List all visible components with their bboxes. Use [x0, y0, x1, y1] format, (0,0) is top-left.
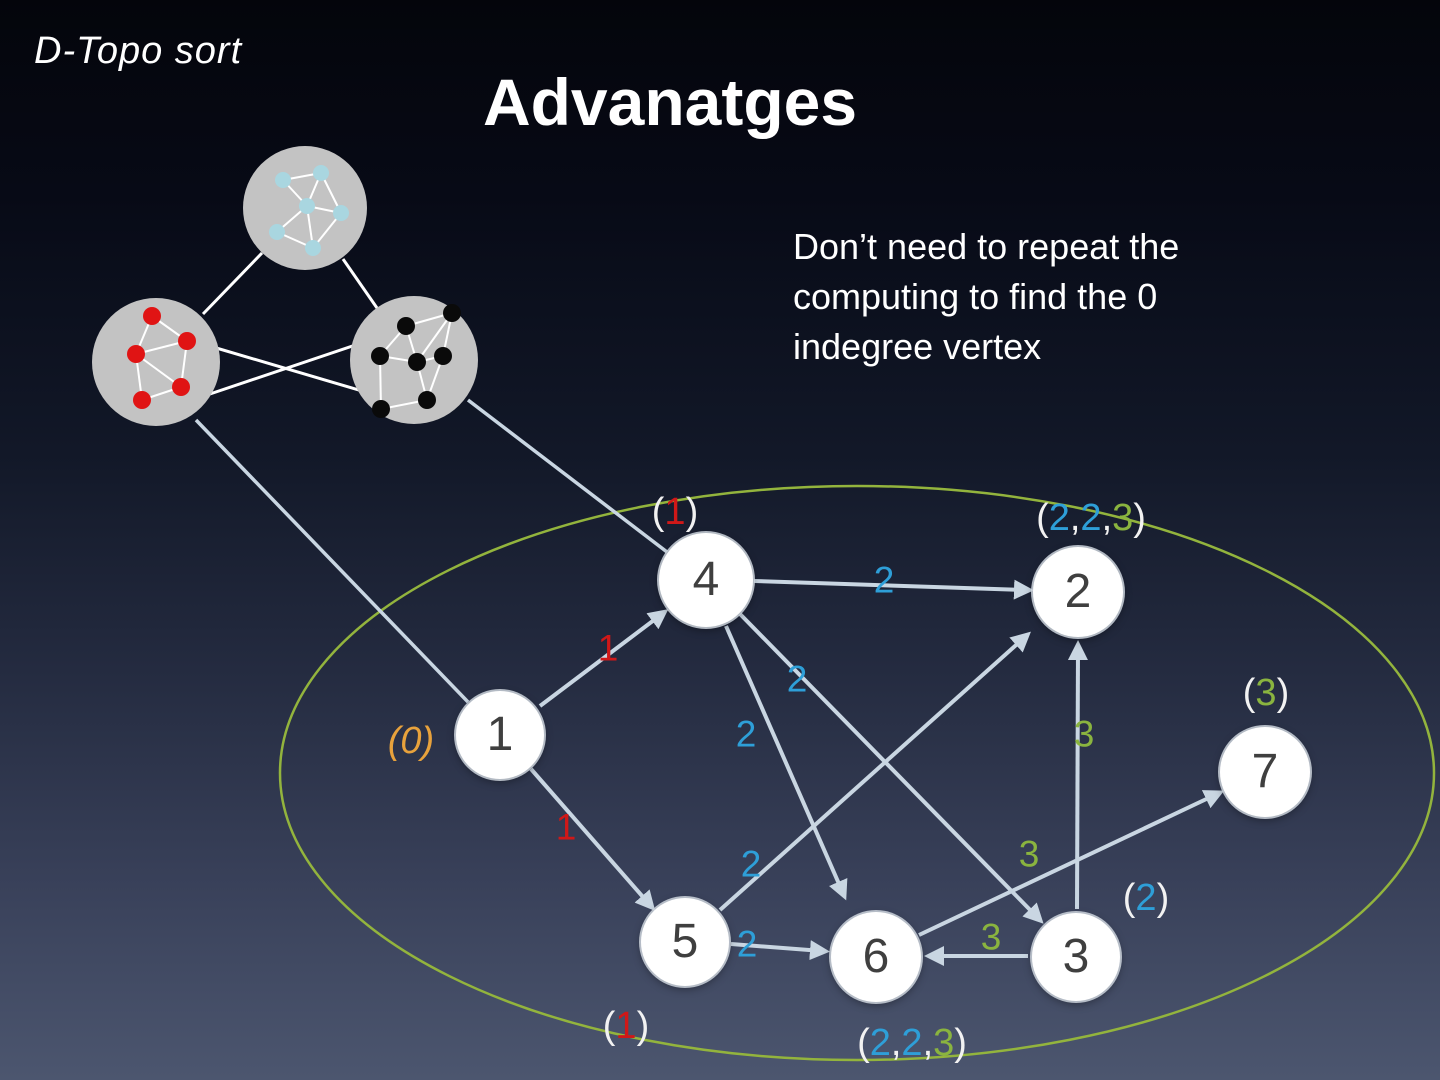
annotation-part: , — [890, 1022, 902, 1064]
corner-label: D-Topo sort — [34, 30, 243, 72]
annotation-part: 2 — [1080, 497, 1102, 539]
edge-label-6-7: 3 — [1018, 833, 1040, 875]
annotation-part: ) — [1276, 672, 1290, 714]
annotation-part: ( — [602, 1005, 616, 1047]
indegree-annotation-node6: (2,2,3) — [857, 1024, 967, 1062]
edge-5-2 — [718, 631, 1031, 912]
graph-node-7: 7 — [1220, 727, 1310, 817]
page-title: Advanatges — [482, 65, 858, 139]
cluster-top-dots — [269, 165, 349, 256]
annotation-part: 3 — [1112, 497, 1134, 539]
graph-node-4: 4 — [659, 533, 753, 627]
annotation-part: ) — [636, 1005, 650, 1047]
graph-node-5: 5 — [641, 898, 729, 986]
annotation-part: , — [1069, 497, 1081, 539]
cluster-left-dots — [127, 307, 196, 409]
cluster-top — [243, 146, 367, 270]
edge-label-4-3: 2 — [786, 658, 808, 700]
edge-4-6 — [724, 625, 848, 901]
graph-node-1: 1 — [456, 691, 544, 779]
edge-5-6 — [730, 940, 830, 961]
indegree-annotation-node3: (2) — [1123, 879, 1169, 917]
indegree-annotation-node5: (1) — [603, 1007, 649, 1045]
annotation-part: ( — [857, 1022, 870, 1064]
edge-4-3 — [738, 612, 1044, 924]
node-label: 4 — [692, 552, 720, 606]
annotation-part: ) — [1133, 497, 1146, 539]
cluster-left — [92, 298, 220, 426]
annotation-part: 3 — [1255, 672, 1277, 714]
annotation-part: 2 — [901, 1022, 923, 1064]
edge-label-1-5: 1 — [555, 806, 577, 848]
annotation-part: ) — [954, 1022, 967, 1064]
annotation-part: 2 — [869, 1022, 891, 1064]
annotation-part: 1 — [664, 491, 686, 533]
annotation-part: ) — [1156, 877, 1170, 919]
annotation-part: 1 — [615, 1005, 637, 1047]
edge-label-3-2: 3 — [1073, 713, 1095, 755]
node-label: 1 — [486, 707, 514, 761]
edge-1-4 — [538, 609, 669, 708]
cluster-right — [350, 296, 478, 424]
annotation-part: ) — [685, 491, 699, 533]
node-label: 3 — [1062, 929, 1090, 983]
edge-label-3-6: 3 — [980, 916, 1002, 958]
annotation-part: 3 — [933, 1022, 955, 1064]
indegree-annotation-node1: (0) — [388, 722, 434, 760]
edge-label-5-2: 2 — [740, 843, 762, 885]
annotation-part: 2 — [1048, 497, 1070, 539]
edge-label-4-2: 2 — [873, 559, 895, 601]
annotation-part: , — [922, 1022, 934, 1064]
edge-label-4-6: 2 — [735, 713, 757, 755]
annotation-part: , — [1101, 497, 1113, 539]
graph-node-6: 6 — [831, 912, 921, 1002]
cluster-to-graph-lines — [194, 398, 669, 704]
cluster-right-dots — [371, 304, 461, 418]
annotation-part: ( — [651, 491, 665, 533]
indegree-annotation-node4: (1) — [652, 493, 698, 531]
annotation-part: ( — [1242, 672, 1256, 714]
annotation-part: 2 — [1135, 877, 1157, 919]
edge-4-2 — [753, 579, 1034, 600]
graph-boundary-ellipse — [278, 484, 1436, 1062]
indegree-annotation-node2: (2,2,3) — [1036, 499, 1146, 537]
node-label: 2 — [1064, 564, 1092, 618]
edge-3-2 — [1067, 640, 1088, 910]
annotation-part: ( — [1036, 497, 1049, 539]
annotation-part: (0) — [387, 720, 435, 762]
edge-6-7 — [918, 790, 1225, 937]
note-text: Don’t need to repeat the computing to fi… — [793, 226, 1180, 368]
graph-edges — [529, 579, 1225, 966]
node-label: 6 — [862, 929, 890, 983]
node-label: 5 — [671, 914, 699, 968]
annotation-part: ( — [1122, 877, 1136, 919]
node-label: 7 — [1251, 744, 1279, 798]
graph-node-3: 3 — [1032, 913, 1120, 1001]
indegree-annotation-node7: (3) — [1243, 674, 1289, 712]
edge-label-1-4: 1 — [597, 627, 619, 669]
graph-node-2: 2 — [1033, 547, 1123, 637]
edge-1-5 — [529, 767, 656, 912]
edge-label-5-6: 2 — [736, 923, 758, 965]
